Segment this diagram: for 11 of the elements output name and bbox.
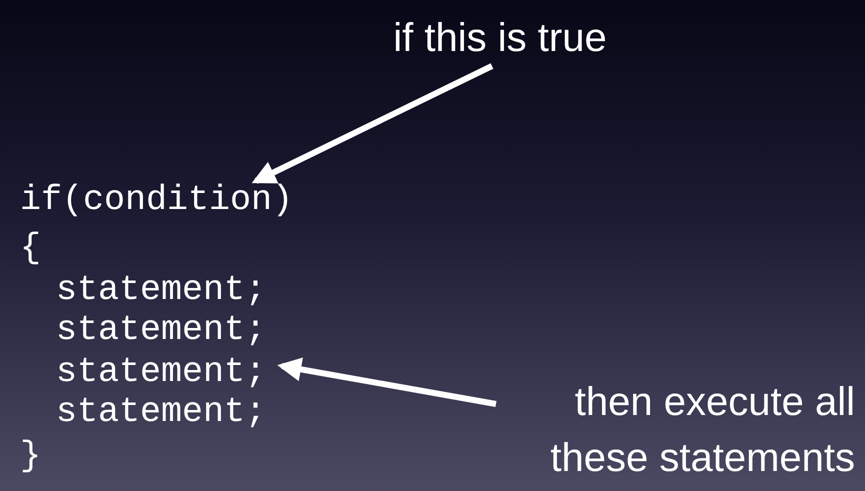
code-line: statement; — [56, 269, 266, 311]
code-line: if(condition) — [20, 179, 302, 221]
code-line: statement; — [56, 309, 266, 351]
code-line: statement; — [56, 351, 278, 393]
arrow — [252, 63, 494, 184]
arrow — [277, 358, 497, 407]
annotation-text: if this is true — [340, 12, 660, 64]
code-line: { — [20, 227, 42, 269]
code-line: statement; — [56, 391, 266, 433]
annotation-text: then execute all these statements — [495, 374, 855, 486]
code-line: } — [20, 435, 42, 477]
